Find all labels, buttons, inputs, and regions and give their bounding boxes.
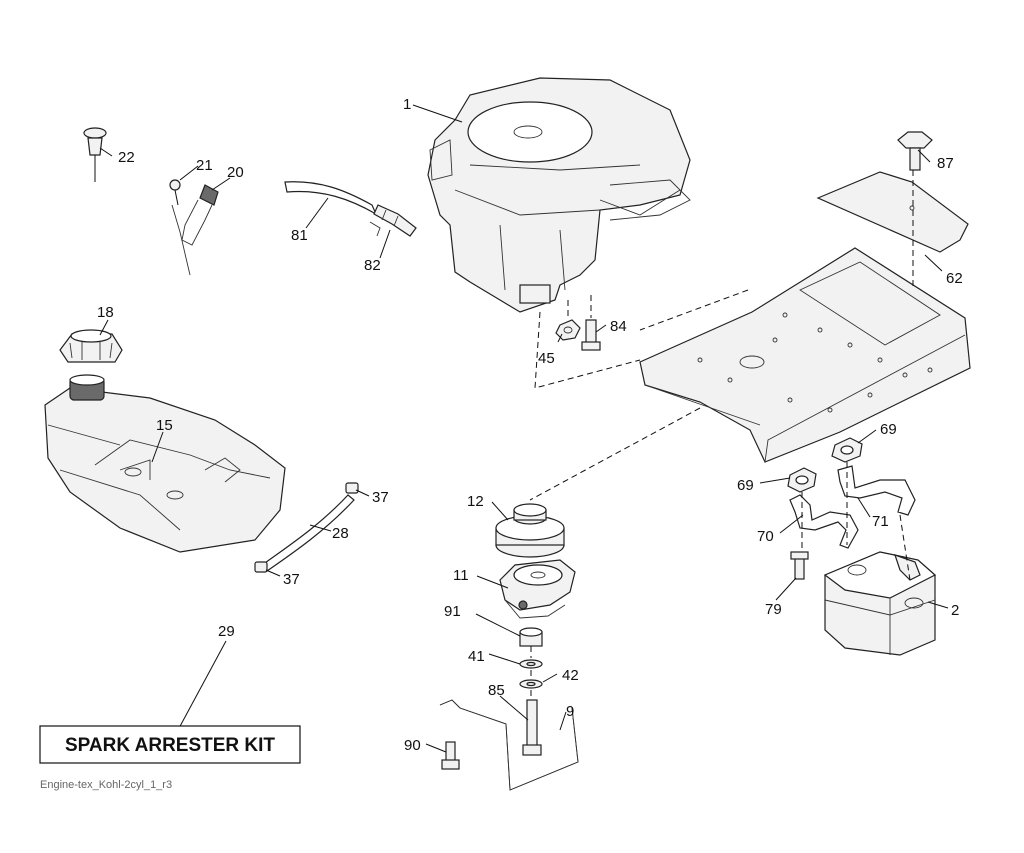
callout-2: 2 [951, 602, 959, 619]
hose-clamp-upper [345, 482, 359, 494]
fuel-tank [44, 374, 286, 553]
callout-28: 28 [332, 525, 349, 542]
callout-69-lower: 69 [737, 477, 754, 494]
muffler-bolt [790, 551, 809, 580]
callout-37-upper: 37 [372, 489, 389, 506]
callout-84: 84 [610, 318, 627, 335]
callout-37-lower: 37 [283, 571, 300, 588]
frame-plate [639, 247, 971, 463]
fuel-filter [369, 204, 417, 237]
callout-1: 1 [403, 96, 411, 113]
engine [427, 77, 691, 313]
assembly-lines [529, 170, 914, 700]
callout-70: 70 [757, 528, 774, 545]
callout-29: 29 [218, 623, 235, 640]
washer-42 [519, 679, 543, 689]
heat-shield [816, 171, 969, 253]
spark-arrester-kit-label: SPARK ARRESTER KIT [39, 725, 301, 764]
drawing-reference: Engine-tex_Kohl-2cyl_1_r3 [40, 779, 172, 791]
callout-21: 21 [196, 157, 213, 174]
callout-71: 71 [872, 513, 889, 530]
fuel-cap [59, 329, 123, 363]
dipstick [83, 127, 107, 182]
callout-82: 82 [364, 257, 381, 274]
exhaust-gasket-upper [831, 437, 863, 463]
bracket-bolt [441, 741, 460, 770]
callout-45: 45 [538, 350, 555, 367]
callout-11: 11 [453, 567, 469, 584]
callout-69-upper: 69 [880, 421, 897, 438]
callout-90: 90 [404, 737, 421, 754]
washer-41 [519, 659, 543, 669]
clutch-bolt [522, 699, 542, 756]
pto-clutch [499, 559, 576, 619]
callout-79: 79 [765, 601, 782, 618]
muffler [823, 551, 937, 656]
hose-clamp-lower [254, 561, 268, 573]
callout-labels: 1 2 9 11 12 15 18 20 21 22 28 29 37 37 4… [97, 96, 963, 754]
callout-20: 20 [227, 164, 244, 181]
callout-9: 9 [566, 703, 574, 720]
callout-91: 91 [444, 603, 461, 620]
callout-62: 62 [946, 270, 963, 287]
callout-85: 85 [488, 682, 505, 699]
spark-arrester-kit-text: SPARK ARRESTER KIT [65, 735, 275, 756]
anti-rotation-bracket [439, 699, 579, 791]
callout-81: 81 [291, 227, 308, 244]
bearing [519, 627, 543, 647]
exhaust-pipe-70 [789, 494, 859, 549]
callout-22: 22 [118, 149, 135, 166]
callout-87: 87 [937, 155, 954, 172]
shield-screw [897, 131, 933, 171]
exhaust-gasket-lower [787, 467, 817, 493]
fuel-line [284, 181, 378, 216]
exhaust-pipe-71 [837, 465, 916, 516]
leader-lines [99, 104, 949, 753]
engine-pulley [495, 503, 565, 558]
mounting-nut [555, 319, 581, 341]
fuel-hose [261, 494, 355, 572]
mounting-bolt [581, 319, 601, 351]
callout-18: 18 [97, 304, 114, 321]
throttle-control [169, 179, 219, 276]
callout-41: 41 [468, 648, 485, 665]
callout-15: 15 [156, 417, 173, 434]
callout-12: 12 [467, 493, 484, 510]
callout-42: 42 [562, 667, 579, 684]
